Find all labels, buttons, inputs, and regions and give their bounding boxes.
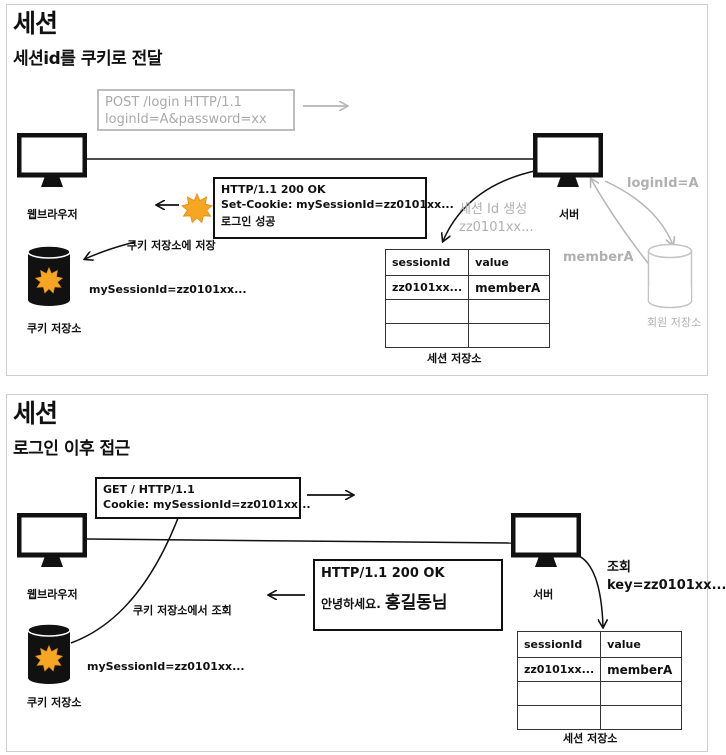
table-row [384, 323, 551, 348]
greeting-prefix: 안녕하세요. [321, 597, 385, 611]
cookie-store-label: 쿠키 저장소 [27, 322, 82, 335]
member-label: memberA [563, 250, 634, 265]
browser-label: 웹브라우저 [27, 208, 78, 221]
cookie-store-icon [27, 623, 71, 684]
response-status: HTTP/1.1 200 OK [321, 566, 445, 581]
cookie-save-arrow [85, 241, 136, 259]
response-status: HTTP/1.1 200 OK [221, 183, 326, 196]
get-request-box: GET / HTTP/1.1 Cookie: mySessionId=zz010… [95, 477, 311, 519]
col-session-id: sessionId [516, 631, 602, 658]
member-store-db-icon [647, 243, 693, 309]
session-store-table: sessionId value zz0101xx... memberA [384, 249, 551, 348]
lookup-line-1: 조회 [607, 560, 631, 575]
cell-session-id: zz0101xx... [384, 275, 470, 300]
table-header-row: sessionId value [384, 249, 551, 276]
cell-empty [600, 705, 683, 730]
cell-empty [516, 705, 602, 730]
cell-empty [384, 299, 470, 324]
browser-label: 웹브라우저 [27, 588, 78, 601]
browser-server-link [86, 538, 512, 544]
request-line-1: GET / HTTP/1.1 [103, 483, 195, 496]
login-request-box: POST /login HTTP/1.1 loginId=A&password=… [97, 89, 295, 131]
browser-monitor-icon [17, 513, 87, 571]
panel2-title: 세션 [13, 399, 58, 428]
request-line-2: loginId=A&password=xx [105, 112, 267, 127]
session-lookup-label: 조회 key=zz0101xx... [607, 560, 726, 594]
login-response-box: HTTP/1.1 200 OK Set-Cookie: mySessionId=… [213, 177, 454, 239]
cookie-value-text: mySessionId=zz0101xx... [89, 283, 247, 296]
cookie-read-label: 쿠키 저장소에서 조회 [133, 604, 232, 617]
request-line-2: Cookie: mySessionId=zz0101xx... [103, 498, 311, 511]
cell-value: memberA [600, 657, 683, 682]
session-store-label: 세션 저장소 [563, 732, 618, 745]
session-store-table: sessionId value zz0101xx... memberA [516, 631, 683, 730]
session-gen-line-2: zz0101xx... [459, 219, 534, 235]
home-response-box: HTTP/1.1 200 OK 안녕하세요. 홍길동님 [313, 559, 503, 631]
browser-monitor-icon [17, 133, 87, 191]
panel-after-login-access: 세션 로그인 이후 접근 GET / HTTP/1.1 Cookie: mySe… [6, 394, 726, 752]
cookie-value-text: mySessionId=zz0101xx... [87, 660, 245, 673]
panel2-connectors [70, 395, 707, 644]
table-row [516, 681, 683, 706]
session-id-generated: 세션 Id 생성 zz0101xx... [459, 202, 534, 236]
panel2-subtitle: 로그인 이후 접근 [13, 439, 130, 459]
cell-value: memberA [468, 275, 551, 300]
table-header-row: sessionId value [516, 631, 683, 658]
cookie-save-label: 쿠키 저장소에 저장 [127, 239, 216, 252]
server-to-db-arrow [604, 180, 673, 245]
cell-empty [468, 323, 551, 348]
panel-session-cookie-delivery: 세션 세션id를 쿠키로 전달 POST /login HTTP/1.1 log… [6, 4, 708, 376]
col-value: value [468, 249, 551, 276]
session-cookie-icon [181, 193, 213, 225]
session-lookup-arrow [576, 554, 603, 627]
cell-empty [600, 681, 683, 706]
cookie-read-arrow [70, 493, 187, 644]
table-row [384, 299, 551, 324]
panel1-title: 세션 [13, 9, 58, 38]
server-monitor-icon [533, 133, 603, 191]
panel1-connectors [7, 5, 707, 278]
cookie-store-label: 쿠키 저장소 [27, 696, 82, 709]
cell-empty [468, 299, 551, 324]
session-create-arrow [443, 169, 540, 241]
server-monitor-icon [511, 513, 581, 571]
table-row: zz0101xx... memberA [384, 275, 551, 300]
col-session-id: sessionId [384, 249, 470, 276]
login-success-text: 로그인 성공 [221, 215, 276, 228]
set-cookie-header: Set-Cookie: mySessionId=zz0101xx... [221, 198, 454, 211]
table-row [516, 705, 683, 730]
loginid-label: loginId=A [627, 176, 699, 191]
lookup-line-2: key=zz0101xx... [607, 577, 726, 593]
server-label: 서버 [559, 208, 580, 221]
server-label: 서버 [533, 588, 554, 601]
cookie-store-icon [27, 245, 71, 306]
greeting-name: 홍길동님 [384, 593, 448, 613]
col-value: value [600, 631, 683, 658]
panel1-subtitle: 세션id를 쿠키로 전달 [13, 49, 162, 69]
cell-empty [516, 681, 602, 706]
request-line-1: POST /login HTTP/1.1 [105, 95, 242, 110]
table-row: zz0101xx... memberA [516, 657, 683, 682]
greeting-text: 안녕하세요. 홍길동님 [321, 592, 495, 616]
cell-session-id: zz0101xx... [516, 657, 602, 682]
cell-empty [384, 323, 470, 348]
member-store-label: 회원 저장소 [647, 316, 702, 329]
session-gen-line-1: 세션 Id 생성 [459, 202, 528, 217]
session-store-label: 세션 저장소 [427, 352, 482, 365]
